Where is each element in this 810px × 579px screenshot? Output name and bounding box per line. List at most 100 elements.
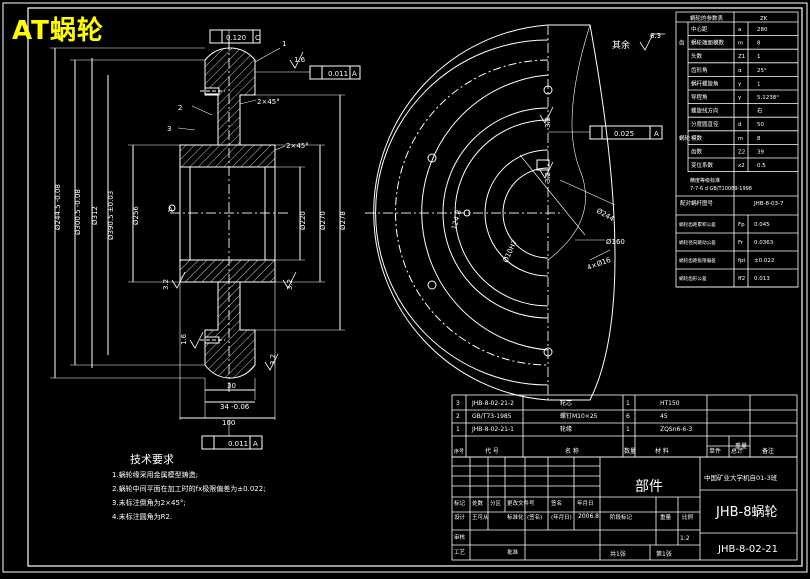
title-block-label: 更改文件号 [507, 499, 535, 507]
tol-value: 0.0363 [754, 240, 774, 246]
title-block-label: 设计 [454, 513, 466, 521]
bom-code: JHB-8-02-21-2 [471, 400, 514, 407]
title-block-text: 部件 中国矿业大学机自01-3班 JHB-8蜗轮 JHB-8-02-21 1:2… [454, 473, 778, 558]
title-block-label: 处数 [472, 499, 484, 507]
tol-symbol: Fr [738, 240, 744, 246]
title-block [451, 456, 798, 561]
right-ra-1: 3.2 [544, 117, 552, 128]
param-symbol: a [738, 27, 741, 33]
dim-4xd16: 4×Ø16 [586, 256, 612, 272]
drawing-no: JHB-8-02-21 [717, 544, 778, 555]
param-title: 蜗轮的参数表 [690, 14, 724, 22]
param-symbol: γ [738, 81, 742, 87]
chamfer-2: 2×45° [286, 142, 309, 150]
bom-header-cell: 总计 [731, 447, 743, 455]
param-group: 蜗轮 [679, 134, 691, 142]
tech-item-2: 2.蜗轮中间平面在加工时的fx极限偏差为±0.022; [112, 485, 266, 493]
surface-finish-value: 6.3 [650, 32, 661, 40]
watermark: AT蜗轮 [12, 16, 104, 46]
tech-requirements: 技术要求 1.蜗轮缘采用金属模型铸造; 2.蜗轮中间平面在加工时的fx极限偏差为… [112, 452, 266, 524]
dim-30: 30 [227, 382, 236, 390]
section-view [50, 29, 361, 450]
pos-tolerance: 0.011 [328, 70, 348, 78]
bottom-tolerance: 0.011 [228, 440, 248, 448]
dim-d244-right: Ø244 [595, 207, 616, 224]
surface-finish-rest: 其余 [612, 39, 630, 51]
param-symbol: m [738, 136, 743, 142]
title-block-label: 重量 [660, 513, 672, 521]
tol-name: 蜗轮齿距累积公差 [679, 221, 716, 228]
tol-value: 0.013 [754, 276, 770, 282]
title-block-label: (签名) [527, 513, 542, 521]
leader-1: 1 [282, 40, 286, 48]
param-name: 齿形角 [691, 66, 708, 74]
chamfer-1: 2×45° [257, 98, 280, 106]
param-value: 右 [757, 107, 763, 115]
dim-34: 34 -0.06 [220, 403, 250, 411]
bom-table [451, 394, 798, 458]
bom-qty: 1 [626, 400, 630, 407]
param-symbol: γ [738, 95, 742, 101]
title-block-label: 审核 [454, 533, 466, 541]
leader-3: 3 [167, 125, 171, 133]
bom-header-cell: 材 料 [655, 447, 669, 455]
param-value: 39 [757, 149, 764, 155]
param-name: 分度圆直径 [691, 120, 719, 128]
parameter-table-text: 蜗轮的参数表 ZK 精度等级标准 7-7-6 d GB/T10089-1998 … [679, 14, 784, 282]
title-block-label: 分区 [490, 499, 502, 507]
pair-value: JHB-8-03-7 [753, 201, 784, 207]
tech-item-1: 1.蜗轮缘采用金属模型铸造; [112, 471, 199, 479]
dim-d10h7: Ø10H7 [502, 239, 519, 264]
dim-d300: Ø300.5 -0.08 [74, 189, 82, 235]
param-value: 8 [757, 136, 761, 142]
title-block-label: 标准化 [507, 513, 524, 521]
bom-material: HT150 [660, 400, 680, 407]
tol-symbol: ff2 [738, 276, 745, 282]
title-block-label: 年月日 [577, 499, 594, 507]
param-name: 螺旋线方向 [691, 107, 719, 115]
sheets-total: 共1张 [610, 550, 626, 558]
title-block-label: (年月日) [551, 513, 572, 521]
param-value: 280 [757, 27, 768, 33]
bom-qty: 1 [626, 426, 630, 433]
ra-hub-right: 3.2 [286, 279, 294, 290]
bom-material: ZQSn6-6-3 [660, 426, 692, 433]
pair-label: 配对蜗杆图号 [680, 199, 714, 207]
bom-header-cell: 数量 [624, 447, 636, 455]
dim-d244: Ø244.5 -0.08 [54, 184, 62, 230]
parameter-table [675, 11, 799, 288]
param-name: 齿数 [691, 147, 703, 155]
dim-d312: Ø312 [91, 206, 99, 225]
param-name: 蜗杆螺旋角 [691, 79, 719, 87]
title-block-label: 比例 [682, 513, 694, 521]
tech-item-4: 4.未标注圆角为R2. [112, 513, 173, 521]
title-block-label: 签名 [551, 499, 562, 507]
right-ra-2: 3.2 [544, 172, 552, 183]
param-value: 25° [757, 68, 767, 74]
param-symbol: m [738, 41, 743, 47]
param-title-value: ZK [760, 16, 768, 22]
bom-header-cell: 备注 [762, 447, 774, 455]
part-type: 部件 [635, 479, 663, 495]
tech-item-3: 3.未标注倒角为2×45°; [112, 499, 186, 507]
dim-d220: Ø220 [299, 211, 307, 230]
section-annotations: 1 2 3 0.120 C 0.011 A 0.011 A 1.6 2×45° … [54, 34, 357, 448]
param-value: 50 [757, 122, 764, 128]
leader-2: 2 [178, 104, 182, 112]
cyl-ref: C [255, 34, 260, 42]
dim-124: 124.8 [450, 209, 463, 230]
school: 中国矿业大学机自01-3班 [704, 473, 778, 482]
front-view-annotations: 其余 6.3 0.025 A 3.2 3.2 Ø244 Ø160 4×Ø16 Ø… [450, 32, 661, 272]
tol-symbol: fpt [738, 258, 746, 264]
title-block-label: 工艺 [454, 549, 466, 556]
param-name: 中心距 [691, 25, 708, 33]
bom-weight-label: 重量 [735, 442, 747, 450]
inner-border [27, 7, 803, 567]
right-pos-ref: A [654, 130, 659, 138]
tol-name: 蜗轮齿形公差 [679, 275, 707, 282]
design-date: 2006.8 [578, 513, 599, 520]
tol-symbol: Fp [738, 222, 745, 228]
